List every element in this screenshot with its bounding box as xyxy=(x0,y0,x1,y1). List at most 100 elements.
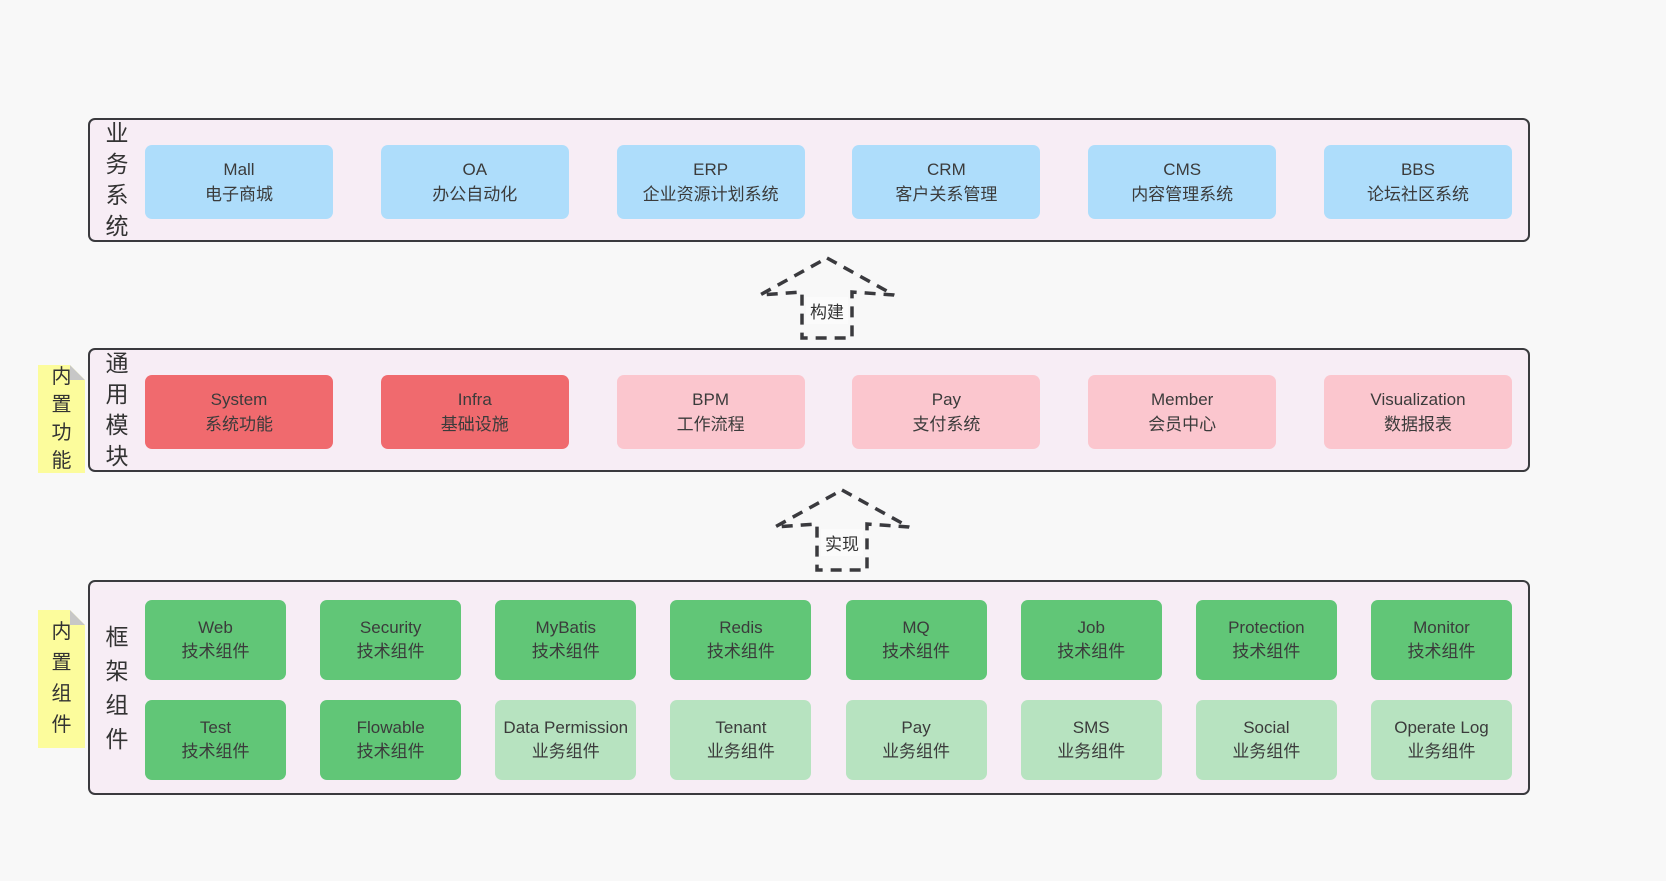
sticky-text-built-in-features: 内置功能 xyxy=(51,366,72,472)
module-box-bbs: BBS 论坛社区系统 xyxy=(1323,145,1512,219)
module-name-zh: 业务组件 xyxy=(1407,742,1476,761)
dashed-up-arrow-icon xyxy=(759,256,895,340)
band-title-common-modules: 通用模块 xyxy=(105,350,129,469)
module-name-en: Job xyxy=(1077,618,1105,637)
module-name-zh: 论坛社区系统 xyxy=(1366,185,1469,204)
sticky-text-built-in-components: 内置组件 xyxy=(51,621,72,736)
module-name-en: System xyxy=(210,390,268,409)
module-name-en: CMS xyxy=(1163,160,1202,179)
module-name-zh: 工作流程 xyxy=(676,415,745,434)
module-name-en: Operate Log xyxy=(1394,718,1489,737)
module-name-en: CRM xyxy=(927,160,966,179)
module-name-en: Monitor xyxy=(1413,618,1470,637)
module-name-en: Infra xyxy=(457,390,492,409)
module-name-zh: 业务组件 xyxy=(1057,742,1126,761)
module-name-en: SMS xyxy=(1072,718,1110,737)
module-box-oa: OA 办公自动化 xyxy=(380,145,569,219)
module-name-en: Flowable xyxy=(356,718,425,737)
module-box-pay: Pay 业务组件 xyxy=(845,700,987,780)
module-name-en: Pay xyxy=(901,718,931,737)
module-name-en: Social xyxy=(1243,718,1290,737)
module-name-zh: 客户关系管理 xyxy=(895,185,998,204)
module-name-zh: 技术组件 xyxy=(882,642,951,661)
module-box-web: Web 技术组件 xyxy=(145,600,286,680)
band-title-framework-components: 框架组件 xyxy=(105,623,129,752)
module-box-tenant: Tenant 业务组件 xyxy=(670,700,812,780)
module-name-zh: 技术组件 xyxy=(706,642,775,661)
module-name-zh: 会员中心 xyxy=(1148,415,1217,434)
module-name-en: Visualization xyxy=(1370,390,1466,409)
module-box-flowable: Flowable 技术组件 xyxy=(320,700,462,780)
module-name-en: Mall xyxy=(223,160,255,179)
module-name-zh: 技术组件 xyxy=(1057,642,1126,661)
module-box-protection: Protection 技术组件 xyxy=(1195,600,1337,680)
module-name-en: Web xyxy=(198,618,233,637)
module-name-zh: 内容管理系统 xyxy=(1131,185,1234,204)
sticky-note-built-in-components: 内置组件 xyxy=(38,610,85,748)
arrow-label-implement: 实现 xyxy=(821,529,863,556)
arrow-up-implement-icon: 实现 xyxy=(772,487,912,573)
module-name-en: Security xyxy=(359,618,422,637)
module-name-zh: 技术组件 xyxy=(356,742,425,761)
module-name-en: Test xyxy=(199,718,232,737)
module-name-zh: 技术组件 xyxy=(181,742,250,761)
module-name-zh: 基础设施 xyxy=(440,415,509,434)
dashed-up-arrow-icon xyxy=(774,488,910,572)
module-name-zh: 技术组件 xyxy=(1407,642,1476,661)
module-name-en: Redis xyxy=(719,618,763,637)
module-name-zh: 技术组件 xyxy=(356,642,425,661)
module-name-en: BBS xyxy=(1400,160,1435,179)
module-name-zh: 系统功能 xyxy=(205,415,273,434)
module-box-system: System 系统功能 xyxy=(145,375,333,449)
module-name-zh: 企业资源计划系统 xyxy=(642,185,779,204)
module-name-en: Pay xyxy=(931,390,962,409)
arrow-label-build: 构建 xyxy=(806,297,848,324)
module-name-en: BPM xyxy=(692,390,730,409)
module-name-zh: 业务组件 xyxy=(706,742,775,761)
module-name-zh: 技术组件 xyxy=(531,642,600,661)
module-name-zh: 业务组件 xyxy=(1232,742,1301,761)
module-name-en: Tenant xyxy=(715,718,767,737)
module-box-mq: MQ 技术组件 xyxy=(845,600,987,680)
module-box-data-permission: Data Permission 业务组件 xyxy=(495,700,637,780)
module-box-erp: ERP 企业资源计划系统 xyxy=(616,145,805,219)
module-box-social: Social 业务组件 xyxy=(1195,700,1337,780)
module-name-zh: 业务组件 xyxy=(531,742,600,761)
sticky-note-built-in-features: 内置功能 xyxy=(38,365,85,473)
module-name-en: MQ xyxy=(902,618,930,637)
module-box-sms: SMS 业务组件 xyxy=(1020,700,1162,780)
module-name-en: Protection xyxy=(1228,618,1305,637)
sticky-fold-corner-icon xyxy=(70,610,85,625)
module-box-bpm: BPM 工作流程 xyxy=(616,375,805,449)
module-box-crm: CRM 客户关系管理 xyxy=(852,145,1041,219)
module-name-zh: 技术组件 xyxy=(1232,642,1301,661)
module-box-infra: Infra 基础设施 xyxy=(380,375,569,449)
module-name-en: OA xyxy=(462,160,488,179)
module-box-mybatis: MyBatis 技术组件 xyxy=(495,600,637,680)
sticky-fold-corner-icon xyxy=(70,365,85,380)
module-box-security: Security 技术组件 xyxy=(320,600,462,680)
module-box-cms: CMS 内容管理系统 xyxy=(1088,145,1277,219)
module-box-operate-log: Operate Log 业务组件 xyxy=(1370,700,1512,780)
module-name-zh: 办公自动化 xyxy=(432,185,518,204)
module-name-zh: 业务组件 xyxy=(882,742,951,761)
module-name-en: Data Permission xyxy=(503,718,629,737)
module-box-test: Test 技术组件 xyxy=(145,700,286,780)
module-box-redis: Redis 技术组件 xyxy=(670,600,812,680)
module-name-en: ERP xyxy=(693,160,729,179)
module-name-zh: 技术组件 xyxy=(181,642,250,661)
module-box-monitor: Monitor 技术组件 xyxy=(1370,600,1512,680)
arrow-up-build-icon: 构建 xyxy=(757,255,897,341)
module-name-en: MyBatis xyxy=(535,618,597,637)
